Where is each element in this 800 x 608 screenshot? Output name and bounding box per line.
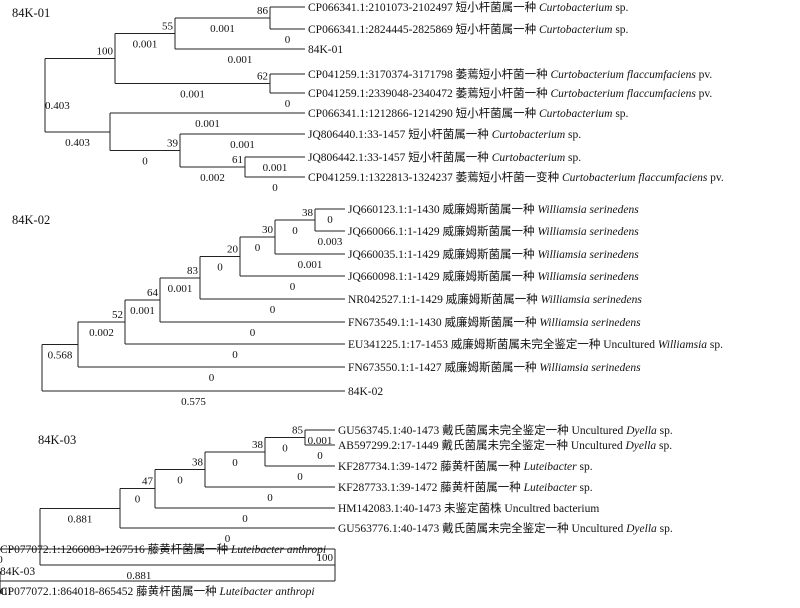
bootstrap-value: 83: [187, 265, 199, 277]
bootstrap-value: 55: [162, 21, 174, 33]
taxon-label: KF287733.1:39-1472 藤黄杆菌属一种 Luteibacter s…: [338, 480, 593, 494]
branch-length-label: 0.001: [228, 54, 253, 66]
branch-length-label: 0: [209, 372, 215, 384]
taxon-label: CP041259.1:2339048-2340472 萎蔫短小杆菌一种 Curt…: [308, 86, 712, 100]
branch-length-label: 0: [142, 156, 148, 168]
taxon-label: JQ806440.1:33-1457 短小杆菌属一种 Curtobacteriu…: [308, 127, 581, 141]
branch-length-label: 0: [177, 474, 183, 486]
bootstrap-value: 52: [112, 309, 123, 321]
taxon-label: KF287734.1:39-1472 藤黄杆菌属一种 Luteibacter s…: [338, 459, 593, 473]
branch-length-label: 0: [270, 304, 276, 316]
taxon-label: JQ660035.1:1-1429 威廉姆斯菌属一种 Williamsia se…: [348, 247, 639, 261]
branch-length-label: 0: [232, 349, 238, 361]
bootstrap-value: 20: [227, 244, 239, 256]
branch-length-label: 0.001: [180, 89, 205, 101]
branch-length-label: 0.403: [65, 137, 90, 149]
bootstrap-value: 64: [147, 287, 159, 299]
bootstrap-value: 30: [262, 224, 274, 236]
branch-length-label: 0.001: [230, 139, 255, 151]
bootstrap-value: 38: [302, 207, 314, 219]
bootstrap-value: 47: [142, 476, 154, 488]
taxon-label: FN673550.1:1-1427 威廉姆斯菌属一种 Williamsia se…: [348, 360, 641, 374]
branch-length-label: 0.403: [45, 100, 70, 112]
panel-title: 84K-03: [38, 433, 76, 447]
branch-length-label: 0: [317, 450, 323, 462]
branch-length-label: 0.001: [195, 118, 220, 130]
branch-length-label: 0: [285, 34, 291, 46]
branch-length-label: 0.003: [318, 236, 343, 248]
branch-length-label: 0: [242, 513, 248, 525]
tree-panel-1: 84K-01 100 0.001 55 0.001 86 CP066341.1:210107…: [12, 0, 724, 194]
branch-length-label: 0: [232, 457, 238, 469]
taxon-label: CP077072.1:864018-865452 藤黄杆菌属一种 Luteiba…: [0, 584, 315, 598]
branch-length-label: 0.002: [89, 327, 114, 339]
branch-length-label: 0.881: [68, 513, 93, 525]
taxon-label: CP041259.1:3170374-3171798 萎蔫短小杆菌一种 Curt…: [308, 67, 712, 81]
panel-title: 84K-01: [12, 6, 50, 20]
branch-length-label: 0: [135, 494, 141, 506]
branch-length-label: 0: [255, 242, 261, 254]
branch-length-label: 0.881: [127, 570, 152, 582]
bootstrap-value: 86: [257, 5, 269, 17]
taxon-label: GU563745.1:40-1473 戴氏菌属未完全鉴定一种 Unculture…: [338, 423, 673, 437]
bootstrap-value: 100: [317, 552, 334, 564]
taxon-label: JQ806442.1:33-1457 短小杆菌属一种 Curtobacteriu…: [308, 150, 581, 164]
bootstrap-value: 85: [292, 425, 304, 437]
taxon-label: CP066341.1:2824445-2825869 短小杆菌属一种 Curto…: [308, 22, 629, 36]
taxon-label: 84K-01: [308, 44, 343, 56]
branch-length-label: 0.001: [168, 283, 193, 295]
taxon-label: 84K-03: [0, 566, 35, 578]
bootstrap-value: 61: [232, 154, 243, 166]
taxon-label: NR042527.1:1-1429 威廉姆斯菌属一种 Williamsia se…: [348, 292, 642, 306]
branch-length-label: 0: [290, 281, 296, 293]
bootstrap-value: 38: [192, 456, 204, 468]
branch-length-label: 0: [217, 262, 223, 274]
branch-length-label: 0: [272, 182, 278, 194]
branch-length-label: 0.568: [48, 349, 73, 361]
branch-length-label: 0.002: [200, 172, 225, 184]
taxon-label: CP077072.1:1266083-1267516 藤黄杆菌属一种 Lutei…: [0, 542, 326, 556]
branch-length-label: 0: [267, 492, 273, 504]
taxon-label: JQ660123.1:1-1430 威廉姆斯菌属一种 Williamsia se…: [348, 202, 639, 216]
taxon-label: CP041259.1:1322813-1324237 萎蔫短小杆菌一变种 Cur…: [308, 170, 724, 184]
branch-length-label: 0: [0, 554, 3, 566]
taxon-label: CP066341.1:1212866-1214290 短小杆菌属一种 Curto…: [308, 106, 629, 120]
panel-title: 84K-02: [12, 213, 50, 227]
taxon-label: CP066341.1:2101073-2102497 短小杆菌属一种 Curto…: [308, 0, 629, 14]
bootstrap-value: 100: [97, 46, 114, 58]
bootstrap-value: 38: [252, 439, 264, 451]
taxon-label: GU563776.1:40-1473 戴氏菌属未完全鉴定一种 Unculture…: [338, 521, 673, 535]
taxon-label: JQ660066.1:1-1429 威廉姆斯菌属一种 Williamsia se…: [348, 224, 639, 238]
taxon-label: HM142083.1:40-1473 未鉴定菌株 Uncultred bacte…: [338, 501, 599, 515]
bootstrap-value: 39: [167, 138, 179, 150]
taxon-label: EU341225.1:17-1453 威廉姆斯菌属未完全鉴定一种 Uncultu…: [348, 337, 723, 351]
branch-length-label: 0: [327, 214, 333, 226]
branch-length-label: 0: [282, 443, 288, 455]
branch-length-label: 0.575: [181, 396, 206, 408]
branch-length-label: 0: [250, 327, 256, 339]
branch-length-label: 0.001: [0, 586, 12, 598]
branch-length-label: 0.001: [263, 162, 288, 174]
branch-length-label: 0: [297, 471, 303, 483]
bootstrap-value: 62: [257, 71, 268, 83]
branch-length-label: 0.001: [298, 259, 323, 271]
taxon-label: JQ660098.1:1-1429 威廉姆斯菌属一种 Williamsia se…: [348, 269, 639, 283]
branch-length-label: 0: [285, 98, 291, 110]
taxon-label: 84K-02: [348, 386, 383, 398]
branch-length-label: 0.001: [133, 39, 158, 51]
branch-length-label: 0.001: [210, 23, 235, 35]
taxon-label: AB597299.2:17-1449 戴氏菌属未完全鉴定一种 Unculture…: [338, 438, 672, 452]
branch-length-label: 0: [225, 533, 231, 545]
branch-length-label: 0.001: [130, 305, 155, 317]
taxon-label: FN673549.1:1-1430 威廉姆斯菌属一种 Williamsia se…: [348, 315, 641, 329]
branch-length-label: 0: [292, 225, 298, 237]
branch-length-label: 0.001: [308, 435, 333, 447]
